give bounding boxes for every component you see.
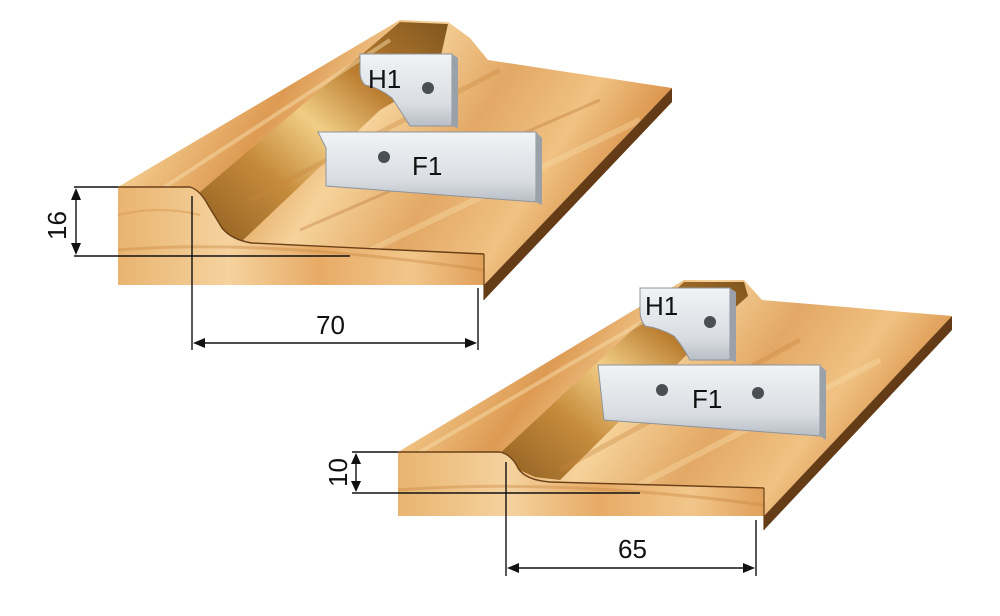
upper-height-dimension: 16 — [42, 186, 350, 257]
upper-f1-mount-hole — [378, 151, 390, 163]
upper-height-value: 16 — [42, 211, 72, 240]
lower-width-dimension: 65 — [505, 462, 757, 576]
upper-f1-label: F1 — [412, 151, 442, 181]
lower-board-side-face — [764, 316, 952, 530]
upper-h1-label: H1 — [368, 64, 401, 94]
lower-height-value: 10 — [323, 458, 353, 487]
upper-width-value: 70 — [316, 310, 345, 340]
lower-profile: H1 F1 10 65 — [323, 280, 952, 576]
lower-h1-label: H1 — [645, 291, 678, 321]
upper-board-front-face — [118, 187, 484, 285]
upper-width-dimension: 70 — [191, 196, 479, 350]
lower-h1-mount-hole — [704, 316, 716, 328]
lower-f1-label: F1 — [692, 384, 722, 414]
lower-width-value: 65 — [618, 534, 647, 564]
lower-knife-h1: H1 — [639, 287, 736, 362]
upper-h1-mount-hole — [422, 82, 434, 94]
upper-profile: H1 F1 16 70 — [42, 20, 672, 350]
lower-height-dimension: 10 — [323, 451, 640, 494]
lower-board-front-face — [398, 452, 764, 516]
upper-knife-f1: F1 — [317, 131, 542, 205]
upper-board-side-face — [484, 88, 672, 300]
lower-knife-f1: F1 — [597, 364, 826, 440]
upper-knife-h1: H1 — [359, 53, 458, 128]
lower-f1-left-hole — [656, 384, 668, 396]
lower-f1-right-hole — [752, 387, 764, 399]
